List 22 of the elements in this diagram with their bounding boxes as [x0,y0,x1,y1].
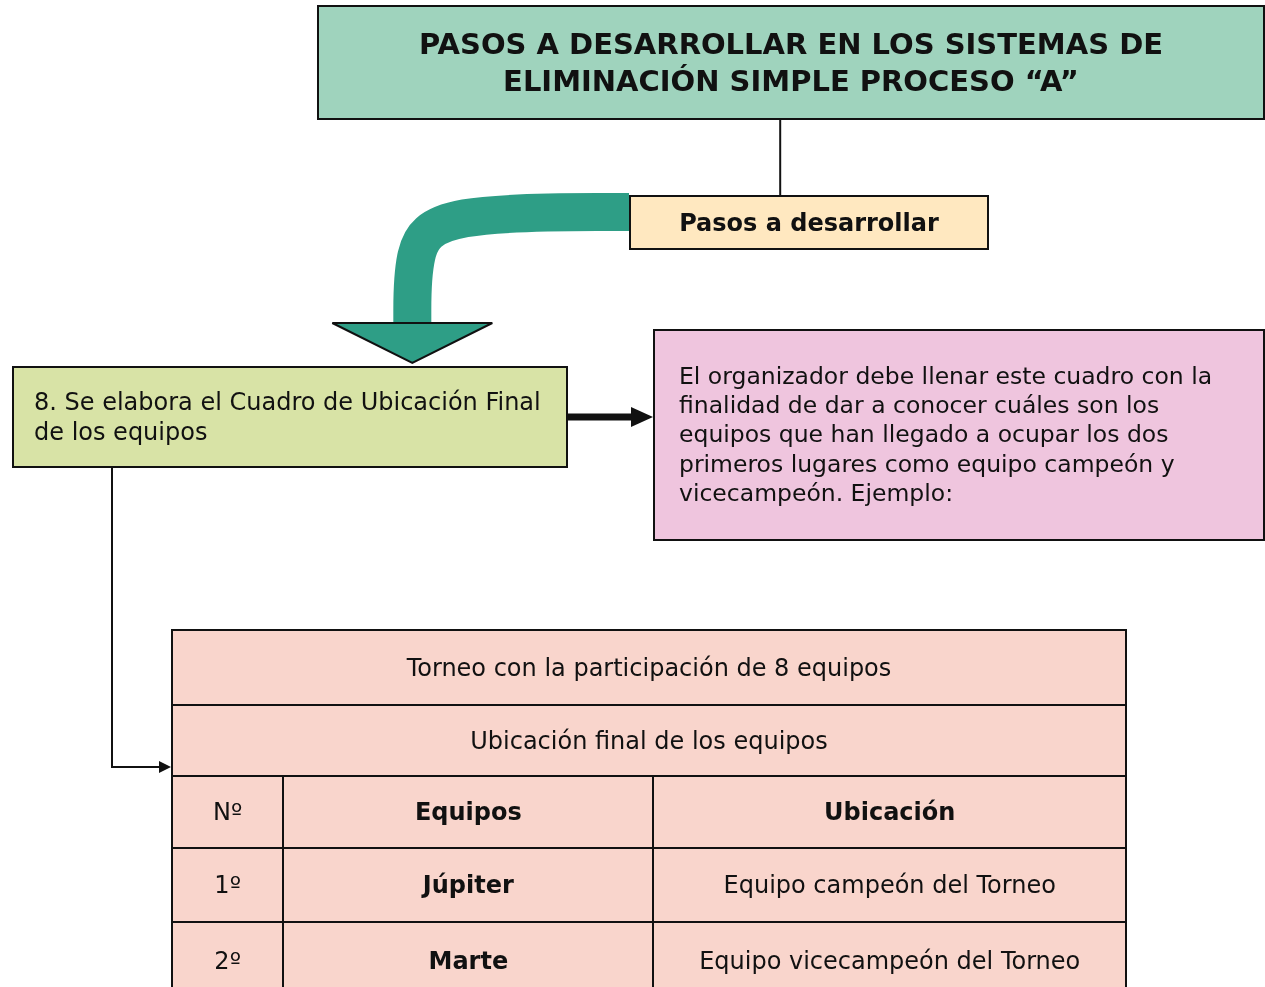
table-cell: Júpiter [283,848,654,922]
title-box [317,5,1265,120]
step-box [629,195,989,250]
column-header: Equipos [283,776,654,848]
results-table [171,629,1127,987]
step-text: 8. Se elabora el Cuadro de Ubicación Final de los equipos [34,387,542,447]
arrow [111,467,171,773]
note-box [653,329,1265,541]
connector-line [779,119,782,196]
step-label: Pasos a desarrollar [679,207,939,238]
table-title: Torneo con la participación de 8 equipos [172,630,1126,705]
column-header: Ubicación [653,776,1126,848]
column-header: Nº [172,776,284,848]
title-text: PASOS A DESARROLLAR EN LOS SISTEMAS DE ELIMINACIÓN SIMPLE PROCESO “A” [418,26,1164,99]
curved-block-arrow [331,193,629,364]
table-cell: 1º [172,848,284,922]
table-cell: 2º [172,922,284,987]
note-text: El organizador debe llenar este cuadro con la finalidad de dar a conocer cuáles son los equipos que han llegado a ocupar los dos primeros lugares como equipo campeón y vicecampeón. Ejemplo: [679,361,1214,509]
step-box [12,366,568,468]
table-cell: Equipo campeón del Torneo [653,848,1126,922]
table-title: Ubicación final de los equipos [172,705,1126,776]
arrow [568,407,653,427]
